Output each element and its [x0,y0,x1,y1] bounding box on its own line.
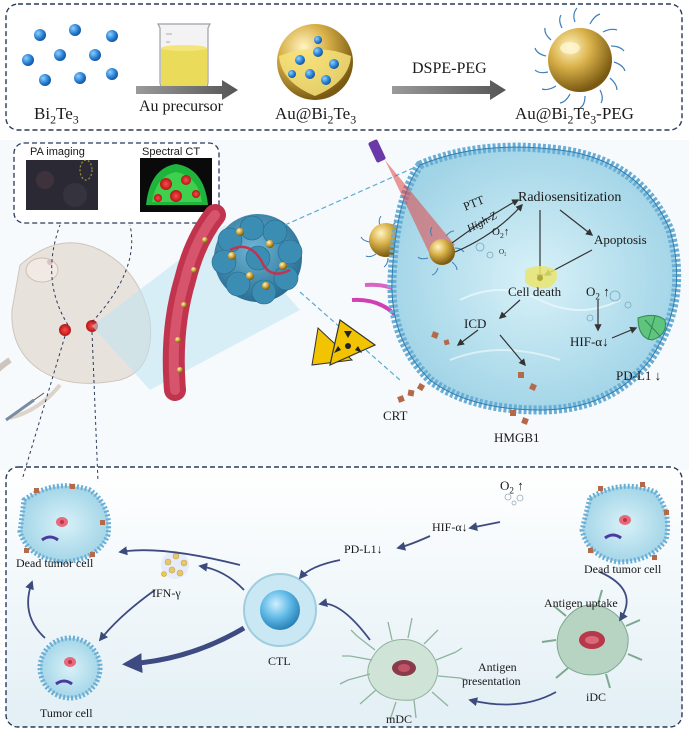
label-bottom-pdl1: PD-L1↓ [344,542,383,556]
label-antigen-presentation-1: Antigen [478,660,517,674]
label-icd: ICD [464,316,487,331]
label-tumor-cell: Tumor cell [40,706,93,720]
arrow-ifn-to-tumor [98,589,156,642]
label-o2-small: O₂ [499,248,507,256]
label-pd-l1: PD-L1 ↓ [616,368,662,383]
arrow-dead-to-idc [599,571,628,622]
laser-beam [368,139,455,255]
beaker-icon [157,23,211,89]
mouse-to-imaging-line [51,224,69,326]
arrow-highz [454,203,523,253]
tumor-cell-bottom [37,635,103,701]
label-dspe-peg: DSPE-PEG [412,60,487,77]
ct-image-content [146,164,208,205]
arrow-ptt [451,199,520,244]
label-o2-inner: O2↑ [492,226,510,241]
label-ctl: CTL [268,654,291,668]
pa-image-texture [36,159,93,207]
internal-nanoparticle [417,226,465,276]
dead-tumor-cell-left [17,483,112,565]
ctl-cell [243,573,317,647]
label-au-precursor: Au precursor [139,98,223,115]
zoom-line-top [284,164,421,226]
bottom-o2-bubbles [504,493,524,506]
au-bi2te3-particle [277,24,353,100]
mdc-cell [339,617,469,721]
arrow-ctl-to-ifn [198,562,245,591]
label-crt: CRT [383,408,408,423]
label-bottom-o2: O2 ↑ [500,478,524,496]
arrow-pdl1-to-ctl [298,559,341,580]
label-cell-death: Cell death [508,284,562,299]
arrow-mdc-to-ctl [318,598,371,641]
arrow-idc-to-mdc [468,691,557,707]
dead-tumor-cell-right [579,482,671,565]
arrow-ctl-kills-tumor [122,625,246,674]
radiation-icon [311,318,377,367]
label-antigen-uptake: Antigen uptake [544,596,618,610]
idc-cell [541,589,643,689]
label-bi2te3: Bi2Te3 [34,104,79,127]
label-antigen-presentation-2: presentation [462,674,521,688]
ifn-gamma-particles [161,552,188,577]
pa-image [26,160,98,210]
bi2te3-particles [22,24,118,86]
label-hif-alpha: HIF-α↓ [570,334,609,349]
label-au-bi2te3-peg: Au@Bi2Te3-PEG [515,104,634,127]
label-apoptosis: Apoptosis [594,232,647,247]
label-dead-tumor-left: Dead tumor cell [16,556,94,570]
label-bottom-hif: HIF-α↓ [432,520,468,534]
o2-bubbles [475,242,632,322]
au-bi2te3-peg-particle [534,7,626,109]
label-dead-tumor-right: Dead tumor cell [584,562,662,576]
label-ifn-gamma: IFN-γ [152,586,181,600]
pdl1-receptor [637,314,666,341]
arrow-au-precursor [136,80,238,100]
label-radiosensitization: Radiosensitization [518,190,622,205]
apoptotic-cell-icon [525,266,557,289]
arrow-o2-to-hif [468,521,501,532]
label-o2-up: O2 ↑ [586,284,610,302]
immune-panel [5,466,683,728]
label-idc: iDC [586,690,607,704]
label-au-bi2te3: Au@Bi2Te3 [275,104,357,127]
mouse-to-bottom-left [21,335,66,481]
danger-signal-fragments [397,331,537,425]
label-pa-imaging: PA imaging [30,146,85,158]
mouse-to-bottom-right [91,331,99,483]
label-spectral-ct: Spectral CT [142,146,201,158]
tumor-cluster [211,214,303,305]
blood-vessel [162,204,226,401]
arrow-tumor-to-dead [25,580,46,639]
label-hmgb1: HMGB1 [494,430,540,445]
arrow-dspe-peg [392,80,506,100]
label-mdc: mDC [386,712,413,726]
